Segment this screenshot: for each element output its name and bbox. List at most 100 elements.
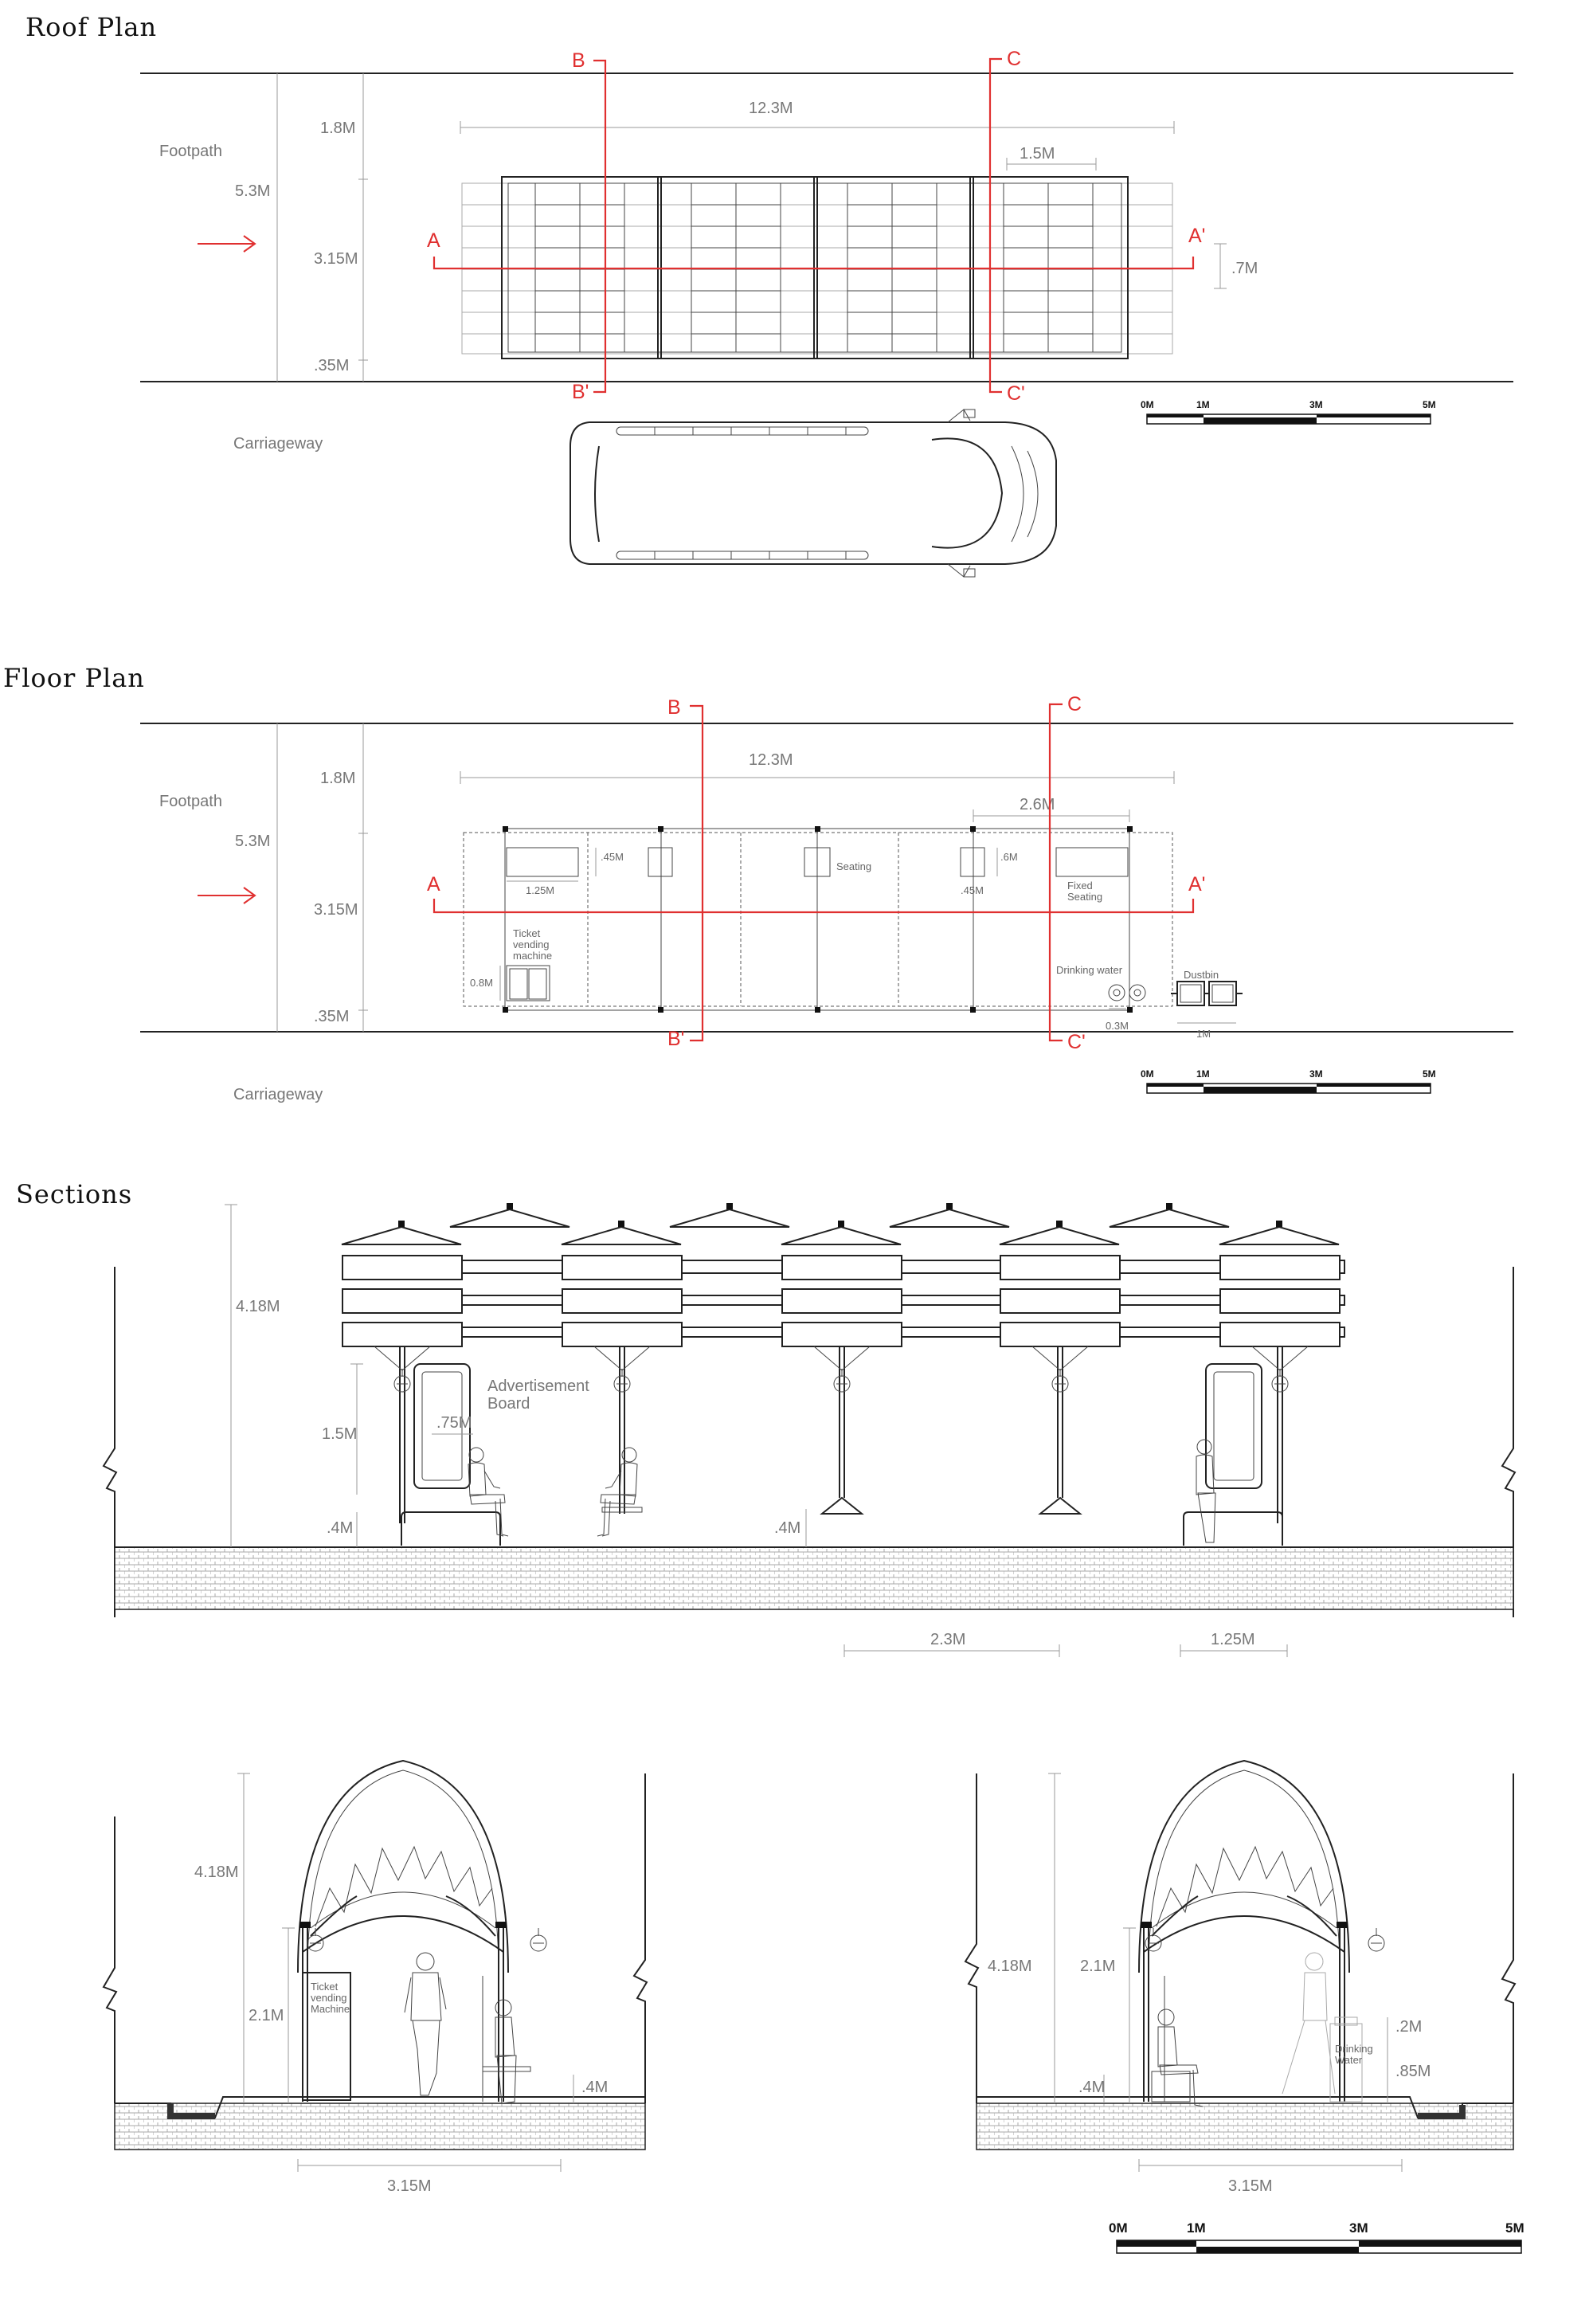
section-cross-b: Ticket vending Machine 4.18M 2.1M .4M	[102, 1759, 648, 2195]
svg-text:B': B'	[667, 1028, 684, 1050]
svg-text:3.15M: 3.15M	[1228, 2177, 1273, 2195]
floor-section-line-c	[1048, 703, 1063, 1042]
sections-title: Sections	[16, 1179, 132, 1209]
dustbin-label: Dustbin	[1184, 969, 1219, 981]
person-sitting-2	[597, 1447, 638, 1537]
person-standing	[404, 1952, 447, 2096]
roof-dim-offset: .7M	[1231, 260, 1258, 277]
svg-text:.4M: .4M	[327, 1519, 353, 1537]
svg-text:A: A	[427, 873, 440, 896]
roof-dim-shelter: 3.15M	[314, 250, 358, 268]
seat-2	[804, 847, 831, 877]
section-dim-height: 4.18M	[236, 1298, 280, 1315]
roof-dim-total: 5.3M	[235, 182, 270, 200]
floor-canopy-outline	[463, 832, 1173, 1007]
svg-text:0.3M: 0.3M	[1106, 1020, 1129, 1032]
svg-text:2.1M: 2.1M	[249, 2007, 284, 2024]
floor-plan: Footpath Carriageway 5.3M 1.8M 3.15M .35…	[140, 693, 1513, 1103]
roof-sec-a2: A'	[1188, 225, 1205, 247]
ticket-vending-machine	[506, 965, 550, 1001]
fixed-seating-bench	[1055, 847, 1129, 877]
svg-text:2.1M: 2.1M	[1080, 1958, 1115, 1975]
svg-text:0M: 0M	[1141, 1068, 1154, 1080]
svg-text:C: C	[1067, 693, 1082, 715]
floor-direction-arrow-icon	[198, 887, 256, 904]
drinking-water-icon	[1108, 984, 1146, 1001]
ticket-machine-section: Ticket vending Machine	[302, 1972, 351, 2101]
roof-sec-c2: C'	[1007, 382, 1025, 405]
roof-carriageway-label: Carriageway	[233, 435, 323, 453]
svg-text:3.15M: 3.15M	[387, 2177, 432, 2195]
svg-text:Drinking: Drinking	[1335, 2043, 1373, 2055]
roof-sec-b: B	[572, 49, 585, 72]
svg-text:Machine: Machine	[311, 2003, 350, 2015]
drinking-water-fountain: Drinking Water	[1329, 2016, 1373, 2103]
person-walking	[1282, 1952, 1336, 2095]
svg-text:.6M: .6M	[1000, 851, 1018, 863]
person-sitting-3	[1196, 1439, 1216, 1543]
svg-text:Ticket: Ticket	[513, 927, 541, 939]
floor-footpath-label: Footpath	[159, 793, 222, 810]
roof-section-line-b	[593, 59, 607, 394]
svg-text:.45M: .45M	[961, 884, 984, 896]
svg-text:C': C'	[1067, 1031, 1086, 1053]
roof-plan-title: Roof Plan	[25, 12, 157, 42]
svg-text:3M: 3M	[1349, 2220, 1368, 2236]
floor-dim-footpath: 1.8M	[320, 770, 355, 787]
section-c-dim-height: 4.18M	[988, 1958, 1032, 1975]
direction-arrow-icon	[198, 235, 256, 253]
svg-text:.2M: .2M	[1395, 2018, 1422, 2036]
roof-dim-module: 1.5M	[1020, 145, 1055, 163]
roof-plan: Footpath Carriageway 5.3M 1.8M 3.15M .35…	[140, 48, 1513, 578]
roof-footpath-label: Footpath	[159, 143, 222, 160]
roof-dim-footpath: 1.8M	[320, 120, 355, 137]
svg-text:Ticket: Ticket	[311, 1981, 339, 1993]
roof-section-line-a	[432, 257, 1195, 270]
svg-text:.85M: .85M	[1395, 2063, 1431, 2080]
seating-label: Seating	[836, 860, 871, 872]
ad-board-label-2: Board	[487, 1395, 530, 1413]
floor-dim-edge: .35M	[314, 1008, 349, 1025]
floor-dim-total: 5.3M	[235, 833, 270, 850]
svg-text:vending: vending	[513, 939, 550, 950]
ground-paving	[114, 1546, 1514, 1610]
sections-scale-bar: 0M 1M 3M 5M	[1109, 2220, 1525, 2254]
floor-scale-bar: 0M 1M 3M 5M	[1141, 1068, 1436, 1094]
svg-text:3M: 3M	[1309, 1068, 1323, 1080]
seat-1	[648, 847, 673, 877]
bench-section-left	[401, 1511, 501, 1546]
section-cross-c: Drinking Water 4.18M 2.1M .4M .2M .85M 3…	[964, 1759, 1517, 2195]
drinking-water-label: Drinking water	[1056, 964, 1123, 976]
roof-sec-b2: B'	[572, 381, 589, 403]
svg-text:0.8M: 0.8M	[470, 977, 493, 989]
person-sitting-b	[495, 1999, 517, 2104]
seat-3	[960, 847, 985, 877]
svg-text:B: B	[667, 696, 681, 719]
svg-text:5M: 5M	[1423, 1068, 1436, 1080]
floor-carriageway-label: Carriageway	[233, 1086, 323, 1103]
svg-text:0M: 0M	[1109, 2220, 1128, 2236]
floor-section-line-a	[432, 899, 1195, 914]
floor-dim-bay: 2.6M	[1020, 796, 1055, 813]
roof-section-line-c	[988, 57, 1002, 394]
svg-text:3M: 3M	[1309, 399, 1323, 410]
svg-text:machine: machine	[513, 950, 552, 962]
bench-left	[506, 847, 579, 877]
floor-section-line-b	[690, 704, 704, 1042]
dustbin-icon	[1171, 981, 1243, 1006]
svg-text:.75M: .75M	[436, 1414, 472, 1432]
ad-board-label-1: Advertisement	[487, 1378, 589, 1395]
person-sitting-1	[468, 1447, 509, 1537]
svg-text:Seating: Seating	[1067, 891, 1102, 903]
roof-scale-bar: 0M 1M 3M 5M	[1141, 399, 1436, 425]
svg-text:1M: 1M	[1196, 1068, 1210, 1080]
advertisement-board-right	[1205, 1363, 1262, 1489]
svg-text:.4M: .4M	[774, 1519, 800, 1537]
svg-text:2.3M: 2.3M	[930, 1631, 965, 1648]
roof-sec-a: A	[427, 229, 440, 252]
svg-text:0M: 0M	[1141, 399, 1154, 410]
svg-text:.4M: .4M	[1078, 2079, 1105, 2096]
bus-top-view	[569, 409, 1057, 578]
svg-text:5M: 5M	[1423, 399, 1436, 410]
